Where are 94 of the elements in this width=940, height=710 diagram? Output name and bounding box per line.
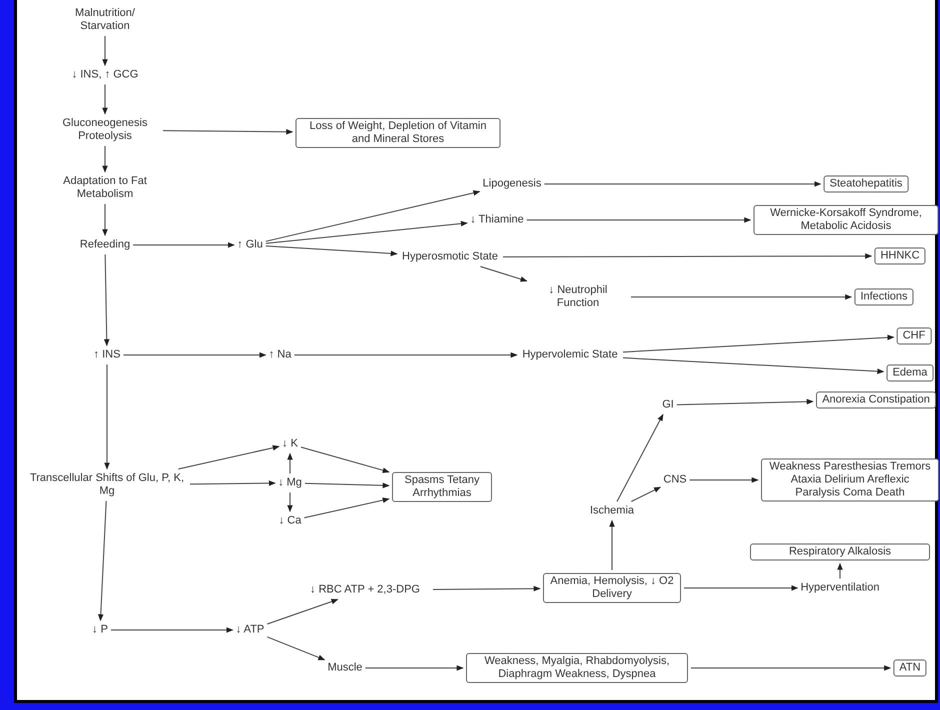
step-label: ↓ K (282, 438, 298, 450)
box-text: ATN (899, 662, 921, 674)
step-label: ↓ RBC ATP + 2,3-DPG (300, 584, 430, 596)
step-label: Hypervolemic State (520, 348, 620, 362)
arrow (526, 217, 752, 223)
outcome-box (296, 118, 500, 148)
step-label: Transcellular Shifts of Glu, P, K, Mg (27, 472, 187, 498)
arrow (480, 266, 528, 282)
arrow (265, 220, 468, 244)
step-label: ↓ Mg (278, 476, 302, 490)
arrow (364, 665, 464, 671)
arrow (294, 352, 518, 358)
arrow (266, 598, 338, 624)
box-text: Anorexia Constipation (822, 394, 930, 406)
step-label: ↓ P (92, 624, 108, 636)
box-text: Edema (892, 366, 928, 380)
arrow (178, 445, 280, 470)
arrow (102, 84, 108, 115)
step-label: ↓ Thiamine (470, 214, 524, 226)
outcome-box (816, 392, 936, 408)
step-label: Refeeding (80, 238, 130, 252)
box-text: Infections (860, 290, 908, 304)
arrow (304, 498, 390, 518)
step-label: ↑ Na (268, 348, 292, 362)
step-label: Hyperosmotic State (400, 250, 500, 264)
step-label: ↓ Ca (278, 514, 302, 528)
arrow (104, 254, 110, 346)
outcome-box (392, 472, 492, 502)
step-label: ↓ ATP (236, 624, 264, 636)
outcome-box (543, 573, 681, 603)
box-text: Wernicke-Korsakoff Syndrome, Metabolic Acidosis (769, 207, 923, 233)
arrow (609, 520, 615, 570)
arrow (616, 414, 664, 502)
step-label: Ischemia (590, 504, 634, 518)
outcome-box (886, 364, 934, 382)
box-text: Weakness, Myalgia, Rhabdomyolysis, Diaphragm Weakness, Dyspnea (483, 655, 671, 681)
arrow (690, 665, 892, 671)
arrow (132, 242, 235, 248)
outcome-box (874, 248, 926, 264)
box-text: Weakness Paresthesias Tremors Ataxia Delirium Areflexic Paralysis Coma Death (768, 460, 932, 500)
outcome-box (824, 176, 908, 192)
arrow (622, 357, 884, 374)
outcome-box (896, 328, 932, 344)
arrow (684, 585, 798, 591)
box-text: Anemia, Hemolysis, ↓ O2 Delivery (549, 575, 675, 601)
arrow (300, 446, 390, 473)
box-text: Respiratory Alkalosis (788, 546, 892, 558)
step-label: ↑ INS (94, 348, 120, 362)
step-label: CNS (663, 474, 687, 486)
step-label: GI (662, 398, 674, 412)
arrow (622, 334, 894, 353)
arrow (287, 492, 293, 512)
outcome-box (761, 458, 939, 502)
arrow (304, 482, 390, 488)
arrow (544, 181, 822, 187)
box-text: HHNKC (880, 250, 920, 262)
arrow (502, 253, 872, 259)
step-label: Malnutrition/ Starvation (55, 7, 155, 33)
arrow (689, 477, 759, 483)
step-label: Muscle (328, 662, 362, 674)
step-label: Gluconeogenesis Proteolysis (50, 117, 160, 143)
arrow (265, 245, 398, 256)
step-label: Hyperventilation (800, 582, 880, 594)
arrow (190, 480, 276, 486)
arrow (432, 586, 541, 592)
arrow (98, 500, 107, 622)
arrow (265, 190, 480, 242)
arrow (287, 452, 293, 474)
step-label: ↑ Glu (237, 238, 263, 252)
arrow (630, 294, 852, 300)
arrow (110, 627, 234, 633)
outcome-box (893, 660, 927, 676)
box-text: Loss of Weight, Depletion of Vitamin and Mineral Stores (308, 120, 488, 146)
box-text: Spasms Tetany Arrhythmias (403, 474, 480, 500)
box-text: Steatohepatitis (830, 178, 902, 190)
arrow (102, 204, 108, 236)
arrow (122, 352, 266, 358)
arrow (104, 364, 110, 470)
arrow (676, 398, 814, 406)
step-label: ↓ Neutrophil Function (528, 284, 628, 310)
step-label: ↓ INS, ↑ GCG (72, 68, 138, 82)
arrow (102, 36, 108, 66)
outcome-box (754, 205, 938, 235)
step-label: Adaptation to Fat Metabolism (50, 175, 160, 201)
arrow (102, 146, 108, 173)
outcome-box (466, 653, 688, 683)
arrow (837, 562, 843, 579)
arrow (266, 636, 326, 660)
arrow (162, 129, 294, 135)
step-label: Lipogenesis (482, 178, 542, 190)
outcome-box (750, 544, 930, 560)
box-text: CHF (902, 330, 926, 342)
arrow (630, 486, 661, 502)
outcome-box (854, 288, 914, 306)
